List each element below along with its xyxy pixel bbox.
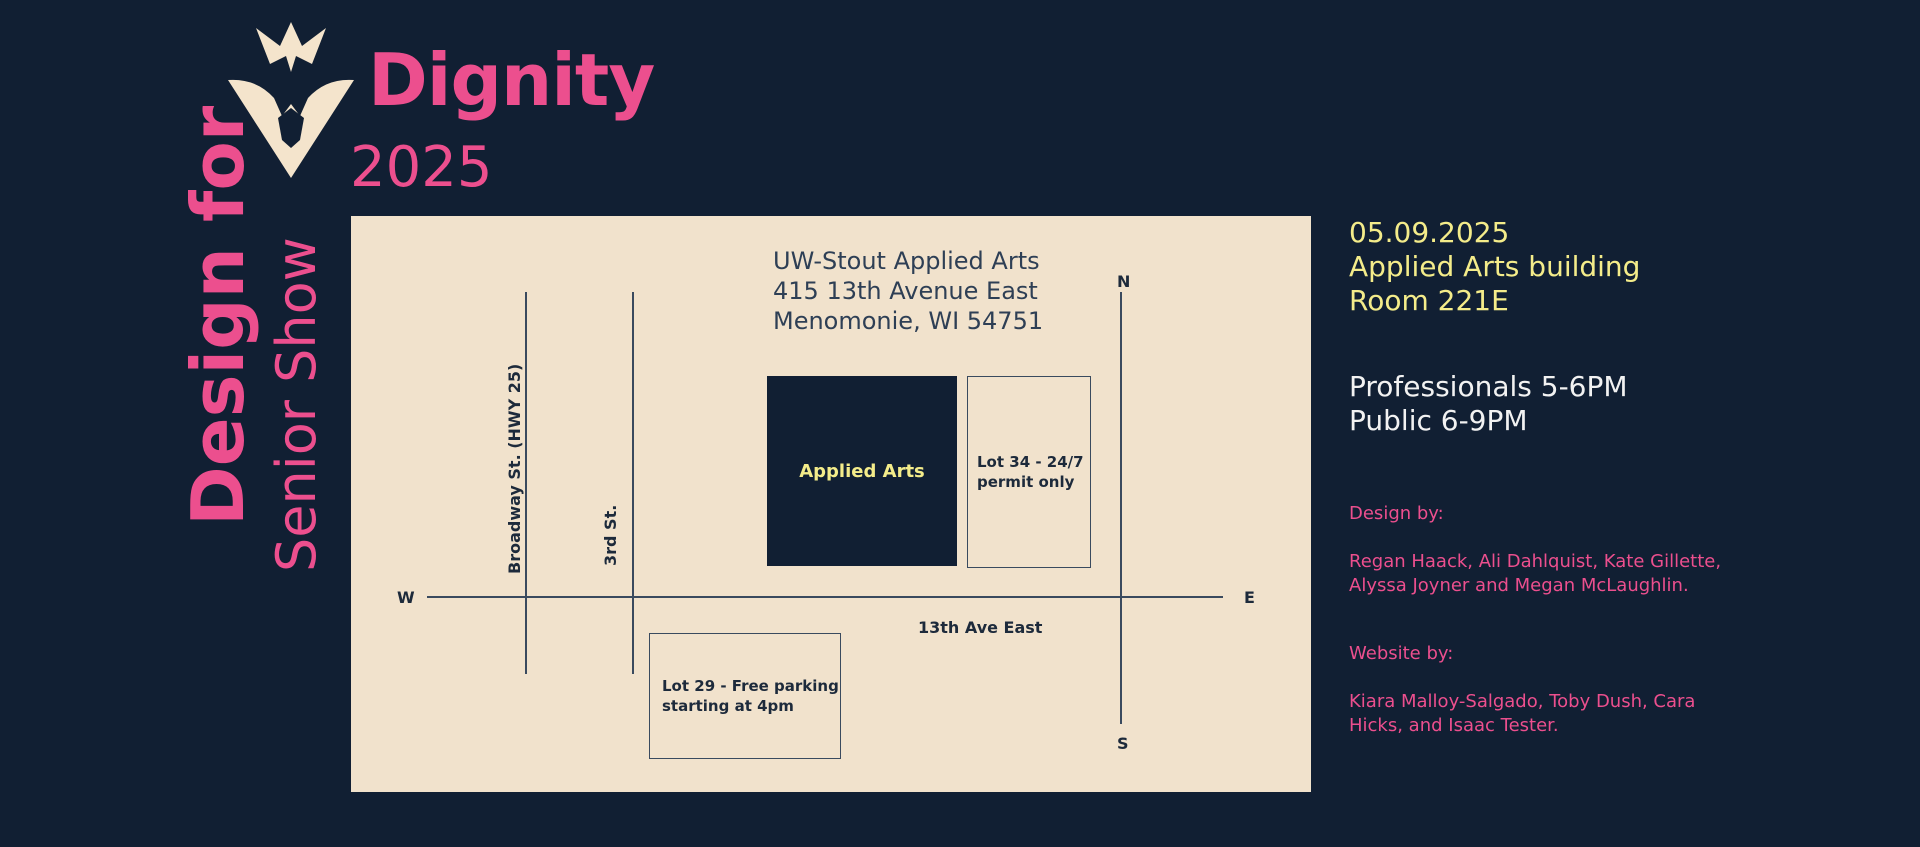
arrow-star-logo-icon bbox=[228, 22, 354, 178]
compass-west: W bbox=[397, 588, 415, 607]
lot29-line: Lot 29 - Free parking bbox=[662, 677, 839, 695]
lot34-line: Lot 34 - 24/7 bbox=[977, 453, 1084, 471]
event-info: 05.09.2025 Applied Arts building Room 22… bbox=[1349, 216, 1809, 738]
compass-north: N bbox=[1117, 272, 1131, 291]
address-line: UW-Stout Applied Arts bbox=[773, 247, 1040, 275]
applied-arts-building: Applied Arts bbox=[767, 376, 957, 566]
brand-title: Dignity bbox=[368, 38, 655, 122]
building-label: Applied Arts bbox=[799, 460, 925, 482]
brand-year: 2025 bbox=[350, 135, 493, 200]
lot-34: Lot 34 - 24/7 permit only bbox=[967, 376, 1091, 568]
street-label-third: 3rd St. bbox=[601, 504, 620, 566]
vertical-title: Design for bbox=[176, 105, 260, 526]
street-line-third bbox=[632, 292, 634, 674]
address-line: 415 13th Avenue East bbox=[773, 277, 1038, 305]
compass-east: E bbox=[1244, 588, 1255, 607]
website-credits-names: Kiara Malloy-Salgado, Toby Dush, Cara Hi… bbox=[1349, 691, 1696, 736]
design-credits-heading: Design by: bbox=[1349, 503, 1444, 524]
compass-south: S bbox=[1117, 734, 1129, 753]
street-label-thirteenth: 13th Ave East bbox=[918, 618, 1043, 637]
lot29-line: starting at 4pm bbox=[662, 697, 794, 715]
hours-public: Public 6-9PM bbox=[1349, 404, 1528, 437]
map-address: UW-Stout Applied Arts 415 13th Avenue Ea… bbox=[773, 246, 1043, 336]
address-line: Menomonie, WI 54751 bbox=[773, 307, 1044, 335]
event-date: 05.09.2025 bbox=[1349, 216, 1510, 249]
campus-map: UW-Stout Applied Arts 415 13th Avenue Ea… bbox=[351, 216, 1311, 792]
street-line-north-south bbox=[1120, 292, 1122, 724]
street-line-thirteenth bbox=[427, 596, 1223, 598]
event-room: Room 221E bbox=[1349, 284, 1509, 317]
vertical-subtitle: Senior Show bbox=[265, 237, 328, 572]
website-credits-heading: Website by: bbox=[1349, 643, 1454, 664]
lot34-line: permit only bbox=[977, 473, 1075, 491]
street-label-broadway: Broadway St. (HWY 25) bbox=[505, 363, 524, 574]
lot-29: Lot 29 - Free parking starting at 4pm bbox=[649, 633, 841, 759]
hours-professionals: Professionals 5-6PM bbox=[1349, 370, 1628, 403]
design-credits-names: Regan Haack, Ali Dahlquist, Kate Gillett… bbox=[1349, 551, 1722, 596]
event-building: Applied Arts building bbox=[1349, 250, 1641, 283]
street-line-broadway bbox=[525, 292, 527, 674]
